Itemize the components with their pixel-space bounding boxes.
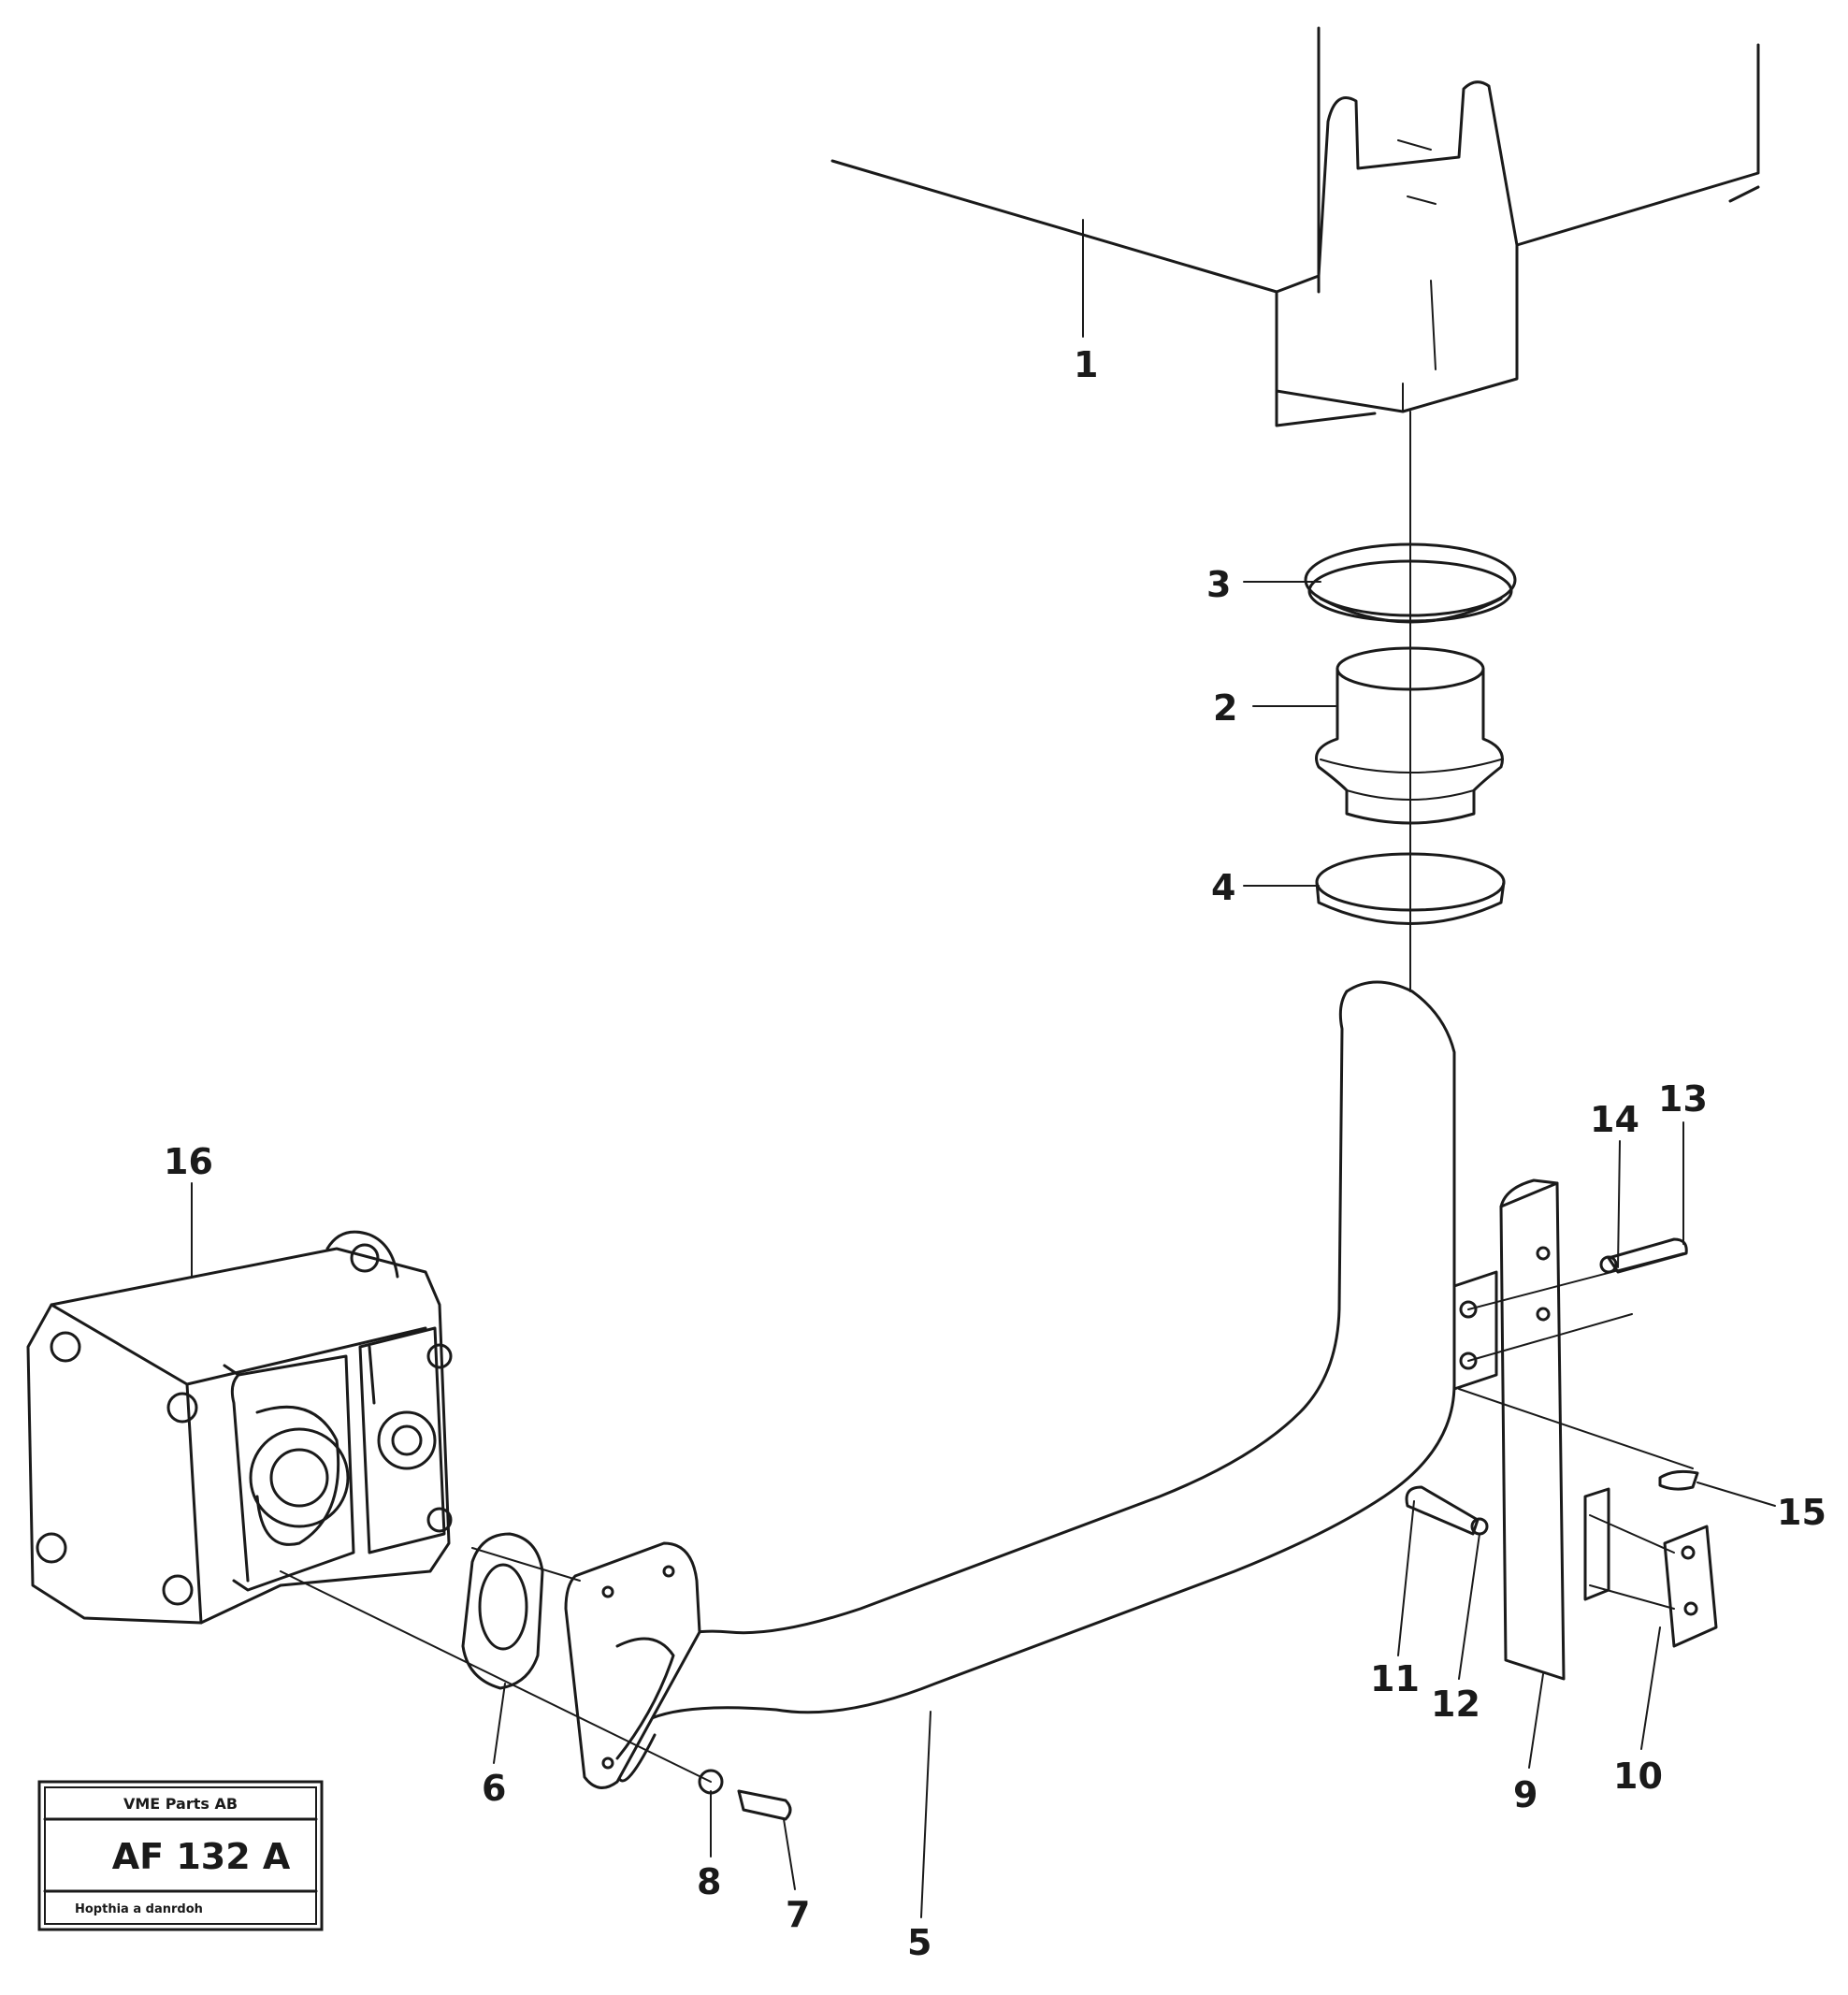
gearbox-housing (26, 1230, 453, 1625)
callout-1: 1 (1074, 344, 1098, 385)
callout-16: 16 (164, 1141, 213, 1182)
callout-labels: 1 2 3 4 5 6 7 8 9 10 11 12 13 14 15 16 (164, 344, 1826, 1963)
flange-gasket (461, 1532, 544, 1690)
callout-10: 10 (1613, 1756, 1663, 1797)
title-block-footnote: Hopthia a danrdoh (75, 1902, 203, 1916)
callout-7: 7 (786, 1894, 810, 1935)
callout-8: 8 (697, 1861, 721, 1902)
callout-5: 5 (907, 1922, 931, 1963)
flange-bolts (280, 1547, 792, 1821)
title-block: VME Parts AB AF 132 A Hopthia a danrdoh (37, 1780, 324, 1931)
title-block-company: VME Parts AB (123, 1795, 238, 1813)
exhaust-pipe (606, 980, 1456, 1783)
callout-12: 12 (1431, 1684, 1480, 1725)
callout-11: 11 (1370, 1658, 1420, 1699)
leader-lines (191, 219, 1776, 1918)
callout-15: 15 (1777, 1492, 1826, 1533)
rubber-bushing (1315, 646, 1504, 825)
callout-4: 4 (1211, 867, 1235, 908)
callout-9: 9 (1513, 1774, 1538, 1815)
callout-14: 14 (1590, 1099, 1639, 1140)
callout-3: 3 (1206, 564, 1231, 605)
pipe-support-bracket (1405, 1178, 1718, 1681)
pipe-flange (564, 1541, 701, 1789)
frame-bracket (830, 26, 1760, 427)
callout-2: 2 (1213, 687, 1237, 729)
callout-13: 13 (1658, 1078, 1708, 1120)
title-block-drawing-number: AF 132 A (112, 1836, 291, 1877)
upper-ring (1304, 542, 1517, 624)
callout-6: 6 (482, 1768, 506, 1809)
lower-ring (1315, 852, 1506, 925)
